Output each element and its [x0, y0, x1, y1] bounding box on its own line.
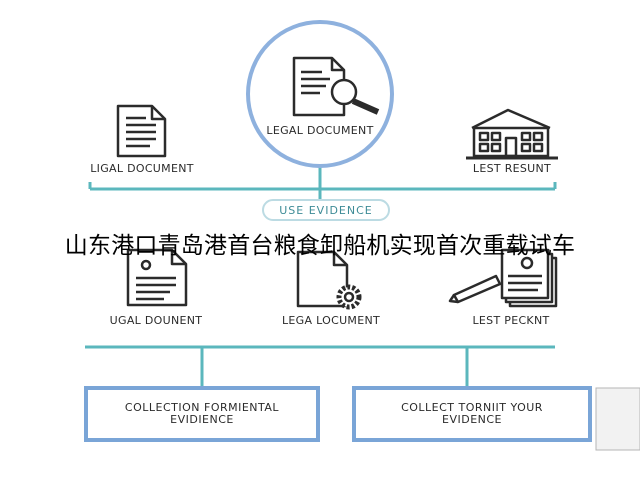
box-left-line1: COLLECTION FORMIENTAL: [124, 401, 280, 414]
document-magnifier-icon: [292, 56, 380, 117]
connector-lines: [85, 163, 557, 386]
document-gear-icon: [296, 250, 362, 310]
top-right-node-label: LEST RESUNT: [472, 162, 552, 175]
document-stack-pen-icon: [448, 248, 558, 308]
box-left-line2: EVIDIENCE: [170, 413, 234, 426]
document-icon-top-left: [116, 104, 167, 158]
collection-evidence-box-right: COLLECT TORNIIT YOUR EVIDENCE: [352, 386, 592, 442]
box-right-line2: EVIDENCE: [442, 413, 502, 426]
mid-right-node-label: LEST PECKNT: [472, 314, 550, 327]
headline-banner: 山东港口青岛港首台粮食卸船机实现首次重载试车: [64, 233, 576, 259]
top-left-node-label: LIGAL DOCUMENT: [90, 162, 194, 175]
mid-left-node-label: UGAL DOUNENT: [109, 314, 203, 327]
use-evidence-pill: USE EVIDENCE: [262, 199, 390, 221]
collection-evidence-box-left: COLLECTION FORMIENTAL EVIDIENCE: [84, 386, 320, 442]
document-icon-mid-left: [126, 248, 188, 307]
box-right-line1: COLLECT TORNIIT YOUR: [401, 401, 543, 414]
bottom-right-panel: [595, 387, 640, 451]
mid-center-node-label: LEGA LOCUMENT: [281, 314, 381, 327]
building-icon: [466, 108, 558, 160]
center-node-label: LEGAL DOCUMENT: [266, 124, 374, 137]
